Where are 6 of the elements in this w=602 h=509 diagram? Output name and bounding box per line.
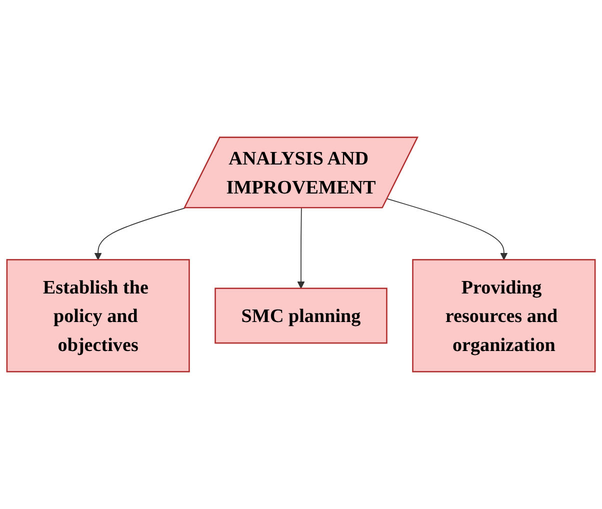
arrow <box>297 208 305 289</box>
node-box: Establish the policy and objectives <box>6 259 190 372</box>
node-box: Providing resources and organization <box>412 259 596 372</box>
arrow <box>94 208 186 260</box>
node-box: SMC planning <box>214 288 388 344</box>
arrow <box>386 198 508 260</box>
